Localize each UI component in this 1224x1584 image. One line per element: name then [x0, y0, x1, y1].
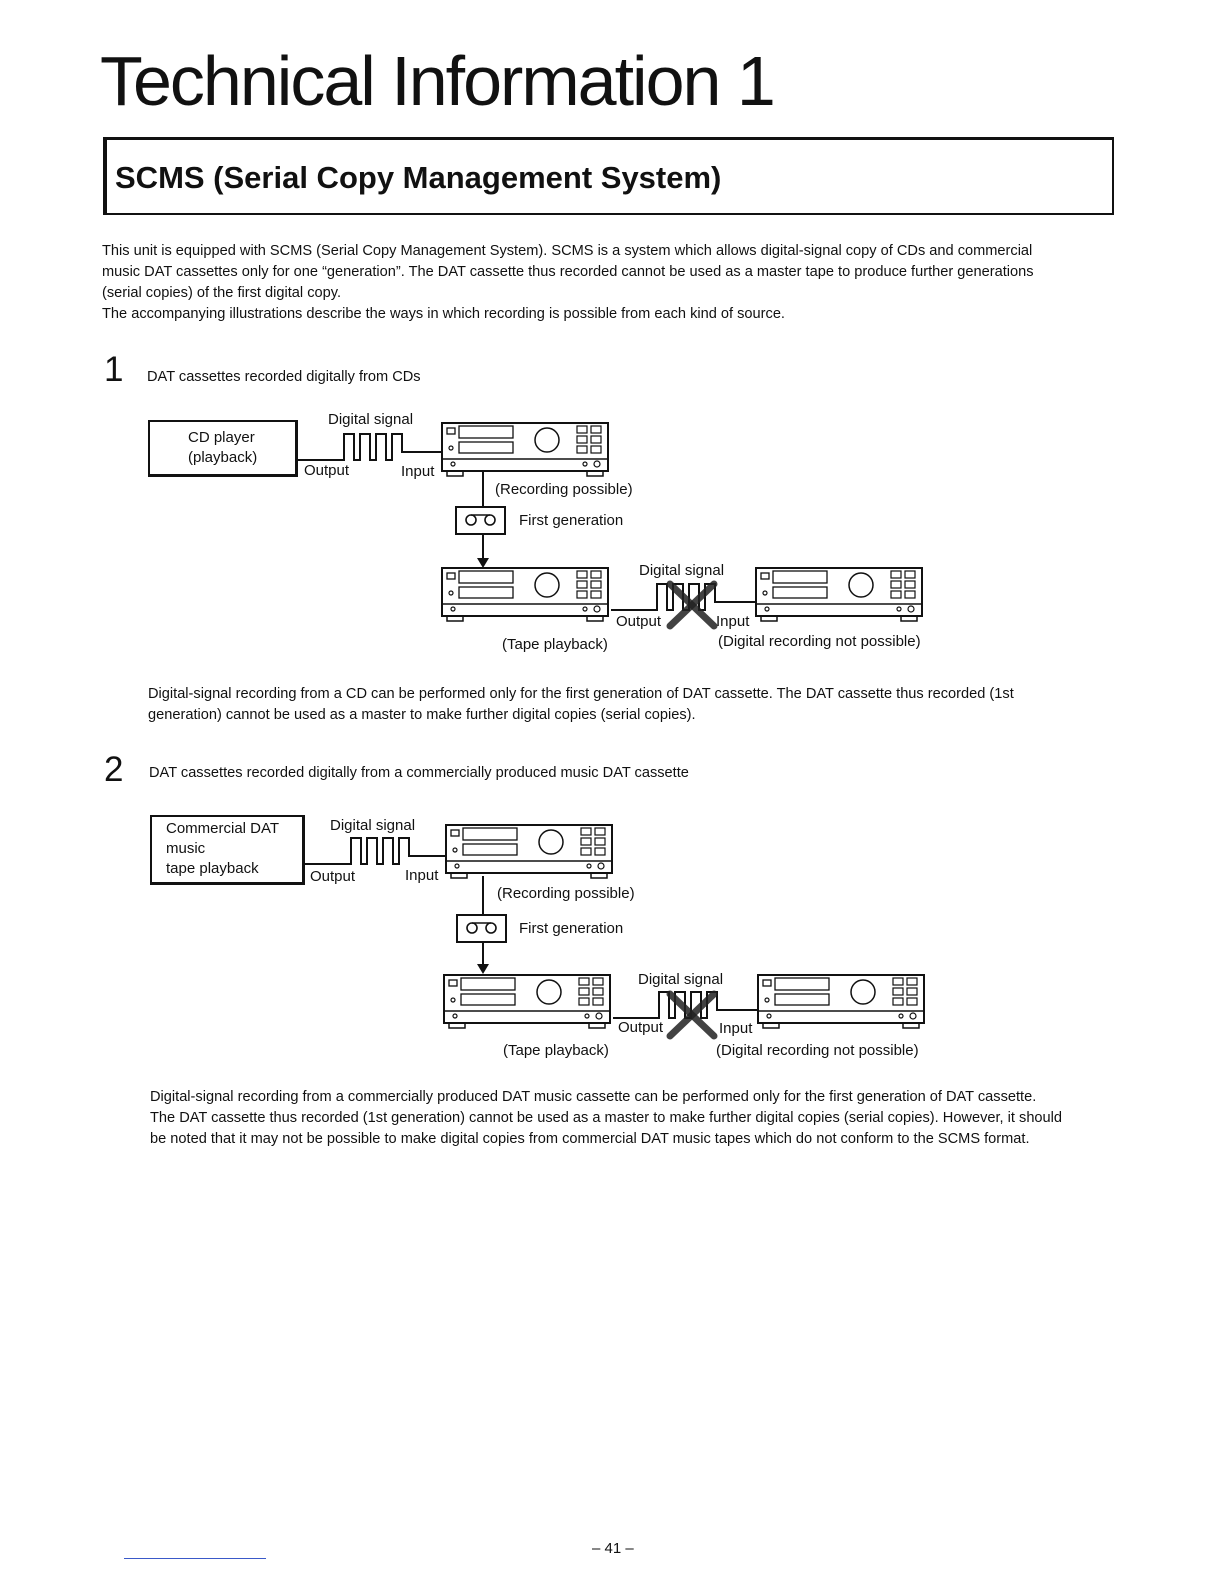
source-label: Commercial DAT music tape playback: [166, 819, 279, 879]
intro-line: music DAT cassettes only for one “genera…: [102, 264, 1034, 280]
prohibited-cross-icon: [664, 578, 720, 632]
arrow-down-icon: [477, 558, 489, 568]
dat-deck-recorder-icon: [441, 418, 611, 486]
step-heading-2: DAT cassettes recorded digitally from a …: [149, 765, 689, 781]
dat-deck-recorder-icon: [757, 970, 927, 1038]
page-number: – 41 –: [592, 1540, 634, 1557]
note-line: be noted that it may not be possible to …: [150, 1131, 1030, 1147]
note-line: Digital-signal recording from a CD can b…: [148, 686, 1014, 702]
source-label-line: tape playback: [166, 860, 259, 877]
intro-line: (serial copies) of the first digital cop…: [102, 285, 342, 301]
cassette-icon: [455, 506, 507, 536]
first-generation-label: First generation: [519, 512, 624, 529]
input-label: Input: [401, 463, 435, 480]
page-title: Technical Information 1: [100, 42, 776, 120]
input-label: Input: [719, 1020, 753, 1037]
step-heading-1: DAT cassettes recorded digitally from CD…: [147, 369, 421, 385]
source-label-line: music: [166, 840, 206, 857]
recording-not-possible-label: (Digital recording not possible): [716, 1042, 919, 1059]
intro-line: This unit is equipped with SCMS (Serial …: [102, 243, 1033, 259]
footer-rule: [124, 1558, 266, 1559]
recording-possible-label: (Recording possible): [495, 481, 633, 498]
digital-signal-wave-icon: [298, 430, 444, 464]
source-box-commercial-dat: [150, 815, 305, 885]
output-label: Output: [310, 868, 356, 885]
cassette-icon: [456, 914, 508, 944]
digital-signal-label: Digital signal: [638, 971, 724, 988]
section-title-box: [103, 137, 1114, 215]
output-label: Output: [304, 462, 350, 479]
recording-not-possible-label: (Digital recording not possible): [718, 633, 921, 650]
digital-signal-label: Digital signal: [330, 817, 416, 834]
output-label: Output: [616, 613, 662, 630]
note-line: generation) cannot be used as a master t…: [148, 707, 696, 723]
dat-deck-playback-icon: [441, 563, 611, 631]
input-label: Input: [716, 613, 750, 630]
recording-possible-label: (Recording possible): [497, 885, 635, 902]
dat-deck-playback-icon: [443, 970, 613, 1038]
digital-signal-label: Digital signal: [328, 411, 414, 428]
source-label-line: Commercial DAT: [166, 820, 280, 837]
step-note-2: Digital-signal recording from a commerci…: [150, 1087, 1062, 1150]
intro-line: The accompanying illustrations describe …: [102, 306, 785, 322]
prohibited-cross-icon: [664, 988, 720, 1042]
digital-signal-label: Digital signal: [639, 562, 725, 579]
tape-playback-label: (Tape playback): [502, 636, 608, 653]
step-note-1: Digital-signal recording from a CD can b…: [148, 684, 1014, 726]
tape-playback-label: (Tape playback): [503, 1042, 609, 1059]
source-box-cd-player: [148, 420, 298, 477]
digital-signal-wave-icon: [305, 834, 451, 868]
section-title: SCMS (Serial Copy Management System): [115, 160, 722, 195]
note-line: Digital-signal recording from a commerci…: [150, 1089, 1037, 1105]
dat-deck-recorder-icon: [445, 820, 615, 888]
output-label: Output: [618, 1019, 664, 1036]
input-label: Input: [405, 867, 439, 884]
step-number-2: 2: [104, 750, 124, 789]
dat-deck-recorder-icon: [755, 563, 925, 631]
first-generation-label: First generation: [519, 920, 624, 937]
source-label-line: CD player: [188, 429, 255, 446]
arrow-down-icon: [477, 964, 489, 974]
note-line: The DAT cassette thus recorded (1st gene…: [150, 1110, 1063, 1126]
step-number-1: 1: [104, 350, 124, 389]
source-label-line: (playback): [188, 449, 258, 466]
intro-paragraph: This unit is equipped with SCMS (Serial …: [102, 241, 1034, 325]
source-label: CD player (playback): [188, 428, 257, 468]
